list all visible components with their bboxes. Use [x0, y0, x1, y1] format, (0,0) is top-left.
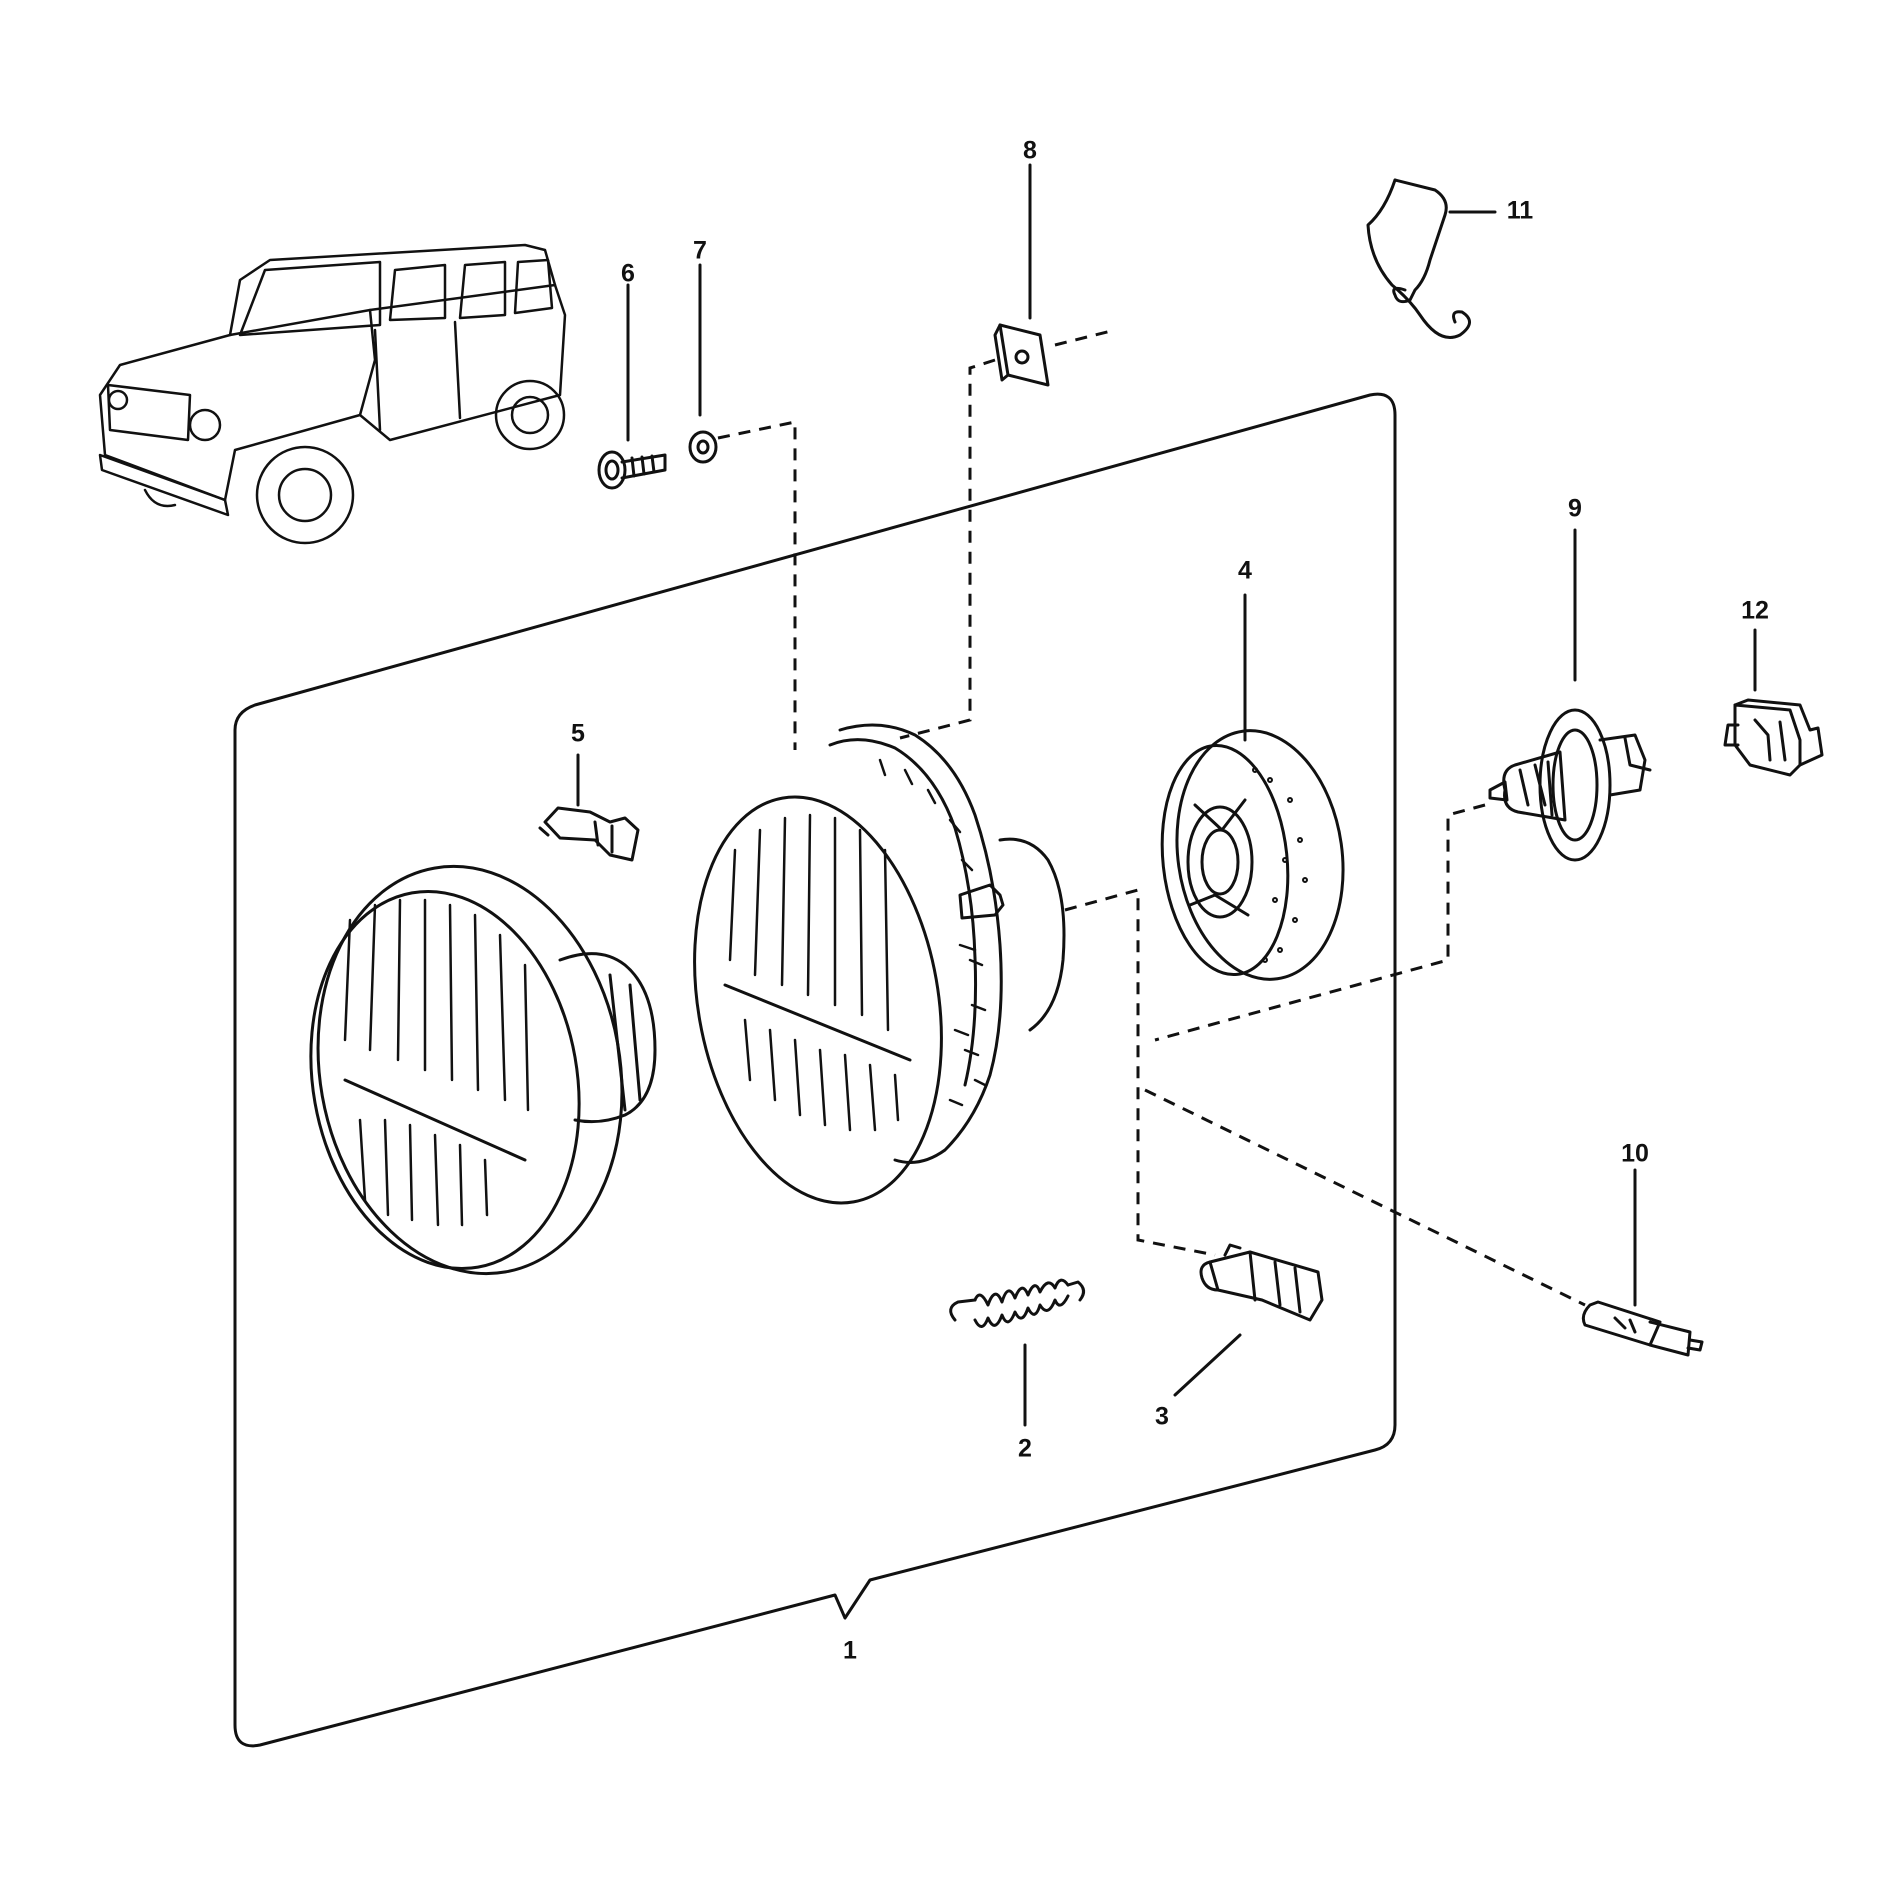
- callout-9: 9: [1568, 495, 1582, 523]
- parking-bulb-icon: [1581, 1300, 1704, 1357]
- reflector-ring-icon: [1160, 729, 1345, 981]
- callout-4: 4: [1238, 557, 1252, 585]
- callout-7: 7: [693, 237, 707, 265]
- assembly-outline: [233, 392, 1397, 1748]
- callout-3: 3: [1155, 1403, 1169, 1431]
- callout-6: 6: [621, 260, 635, 288]
- adjusting-spring-icon: [949, 1278, 1085, 1328]
- callout-11: 11: [1507, 197, 1534, 225]
- callout-5: 5: [571, 720, 585, 748]
- adjuster-bracket-icon: [538, 806, 640, 862]
- callout-1: 1: [843, 1637, 857, 1665]
- connector-plug-icon: [1723, 698, 1824, 777]
- nut-icon: [688, 430, 718, 464]
- callout-12: 12: [1741, 597, 1769, 625]
- callout-2: 2: [1018, 1435, 1032, 1463]
- headlamp-housing-icon: [693, 723, 1066, 1205]
- bulb-socket-icon: [1199, 1243, 1324, 1322]
- vehicle-illustration-icon: [98, 243, 567, 545]
- sealed-beam-headlamp-icon: [309, 864, 657, 1276]
- screw-icon: [597, 450, 667, 490]
- callout-10: 10: [1621, 1140, 1649, 1168]
- spring-wire-icon: [1366, 178, 1471, 339]
- clip-icon: [993, 323, 1050, 387]
- callout-8: 8: [1023, 137, 1037, 165]
- halogen-bulb-icon: [1488, 708, 1652, 862]
